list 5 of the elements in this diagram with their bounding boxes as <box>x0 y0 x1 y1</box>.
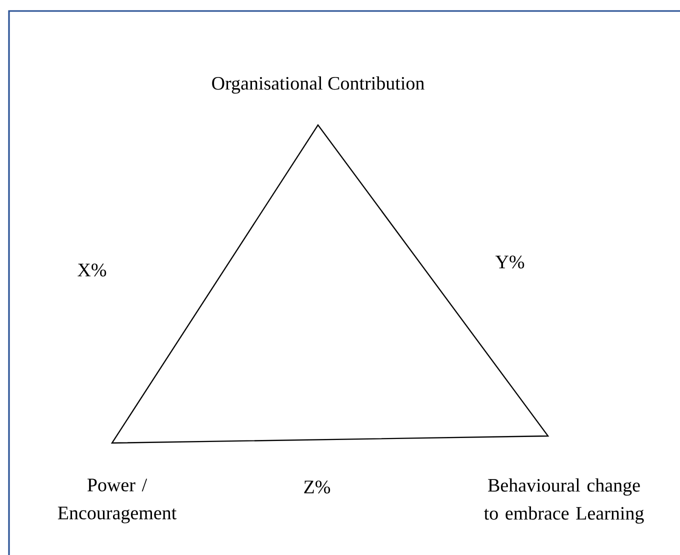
vertex-label: Organisational Contribution <box>212 76 424 94</box>
vertex-label: Behavioural change to embrace Learning <box>484 478 644 524</box>
side-label: Y% <box>495 256 524 268</box>
vertex-label: Power / Encouragement <box>58 478 176 524</box>
side-label: Z% <box>304 480 330 494</box>
